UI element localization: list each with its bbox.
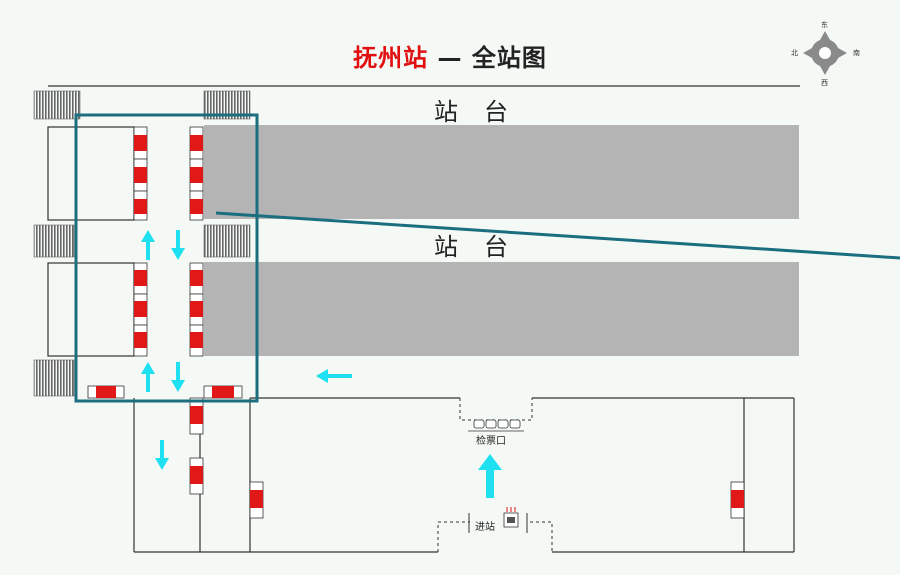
stairs-bottom-left xyxy=(33,359,75,397)
title-subtitle: 全站图 xyxy=(471,44,547,72)
arrow-left-icon xyxy=(316,369,352,383)
title-station-name: 抚州站 xyxy=(353,44,429,72)
ticket-gate-icon xyxy=(468,419,524,432)
facility-marker xyxy=(134,167,147,183)
map-title: 抚州站 — 全站图 xyxy=(0,38,900,73)
security-scanner-icon xyxy=(503,507,519,528)
compass-label-east: 东 xyxy=(821,21,828,29)
callout-line xyxy=(215,211,900,260)
arrow-down-icon xyxy=(155,440,169,470)
building-middle-left xyxy=(47,262,135,357)
arrow-up-icon xyxy=(141,362,155,392)
lower-hall xyxy=(133,397,795,553)
stairs-mid-left xyxy=(33,224,75,258)
facility-marker xyxy=(134,135,147,151)
flow-arrows xyxy=(141,230,502,498)
facility-marker xyxy=(190,135,203,151)
stairs-mid-right xyxy=(203,224,251,258)
arrow-up-icon xyxy=(478,454,502,498)
platform-label-middle: 站台 xyxy=(434,233,534,261)
facility-markers-left xyxy=(133,126,148,357)
highlight-box xyxy=(74,113,259,403)
facility-marker xyxy=(212,386,234,398)
compass-icon xyxy=(803,31,847,75)
arrow-up-icon xyxy=(141,230,155,260)
entrance-recess xyxy=(437,521,553,552)
facility-marker xyxy=(190,466,203,484)
entrance-label: 进站 xyxy=(475,522,495,533)
facility-marker xyxy=(134,270,147,286)
arrow-down-icon xyxy=(171,362,185,392)
facility-markers-right xyxy=(189,126,204,357)
facility-marker xyxy=(190,199,203,214)
platform-label-upper: 站台 xyxy=(434,98,534,126)
facility-marker xyxy=(190,406,203,424)
facility-marker xyxy=(190,332,203,348)
facility-marker xyxy=(190,167,203,183)
arrow-down-icon xyxy=(171,230,185,260)
facility-marker xyxy=(134,199,147,214)
facility-marker xyxy=(250,490,263,508)
compass-label-north: 北 xyxy=(791,49,798,57)
title-separator: — xyxy=(437,44,463,72)
facility-marker xyxy=(190,301,203,317)
platform-upper xyxy=(204,125,799,219)
stairs-group xyxy=(33,90,251,397)
facility-marker xyxy=(190,270,203,286)
facility-marker xyxy=(96,386,116,398)
platform-middle xyxy=(204,262,799,356)
stairs-top-left xyxy=(33,90,81,120)
facility-marker xyxy=(134,332,147,348)
facility-marker xyxy=(134,301,147,317)
compass-label-south: 南 xyxy=(853,49,860,57)
building-upper-left xyxy=(47,126,135,221)
facility-marker xyxy=(731,490,744,508)
ticket-gate-label: 检票口 xyxy=(476,436,506,447)
compass-label-west: 西 xyxy=(821,79,828,87)
ticket-gate-recess xyxy=(459,398,533,421)
